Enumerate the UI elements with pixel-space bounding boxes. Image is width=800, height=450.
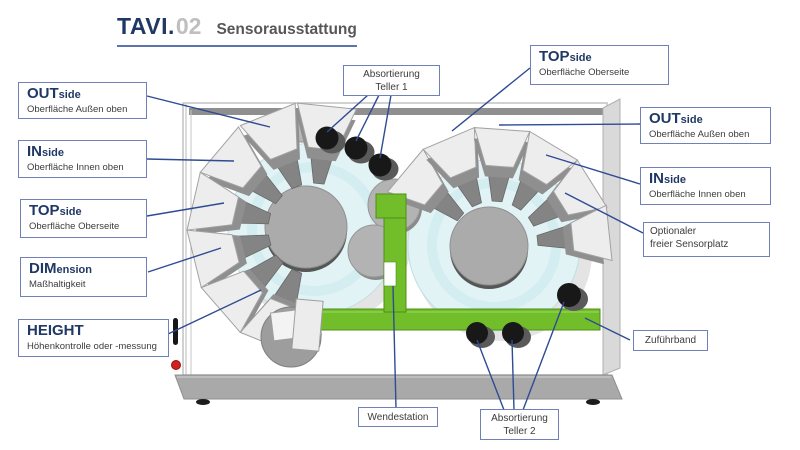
sensor-module (473, 127, 531, 168)
door-handle (173, 318, 178, 345)
callout-optional-sensor-slot: Optionaler freier Sensorplatz (643, 222, 770, 257)
plate-hub (449, 206, 529, 286)
sensor-module (522, 130, 579, 186)
callout-keyword-main: OUT (649, 110, 681, 127)
absortierung-sensor (502, 322, 524, 344)
leader-line (326, 94, 369, 133)
leader-line (147, 247, 222, 273)
absortierung-sensor (466, 322, 488, 344)
plate-hub (264, 185, 348, 269)
callout-keyword-suffix: side (680, 114, 703, 126)
callout-line1: Absortierung (491, 412, 548, 424)
leader-line (379, 94, 392, 159)
absortierung-sensor (315, 126, 339, 150)
leader-line (522, 301, 565, 411)
callout-inside-left: INside Oberfläche Innen oben (18, 140, 147, 178)
sensor-module (552, 159, 608, 216)
callout-topside-right: TOPside Oberfläche Oberseite (530, 45, 669, 85)
leader-line (476, 339, 505, 411)
callout-keyword-main: OUT (27, 85, 59, 102)
callout-keyword: TOPside (29, 202, 138, 221)
callout-keyword-main: IN (649, 170, 664, 187)
callout-keyword-main: HEIGHT (27, 322, 84, 339)
callout-keyword: DIMension (29, 260, 138, 279)
absortierung-sensor (368, 153, 392, 177)
callout-description: Oberfläche Außen oben (27, 104, 128, 115)
callout-description: Maßhaltigkeit (29, 279, 86, 290)
callout-keyword: INside (27, 143, 138, 162)
callout-line1: Optionaler (650, 226, 697, 237)
callout-description: Oberfläche Oberseite (29, 221, 120, 232)
callout-description: Oberfläche Innen oben (27, 162, 124, 173)
callout-keyword: TOPside (539, 48, 660, 67)
callout-outside-left: OUTside Oberfläche Außen oben (18, 82, 147, 119)
leader-line (146, 95, 271, 128)
wendestation-hook (375, 193, 407, 219)
callout-keyword-main: IN (27, 143, 42, 160)
callout-description: Höhenkontrolle oder -messung (27, 341, 157, 352)
leader-line (545, 154, 641, 185)
leader-line (511, 339, 515, 411)
callout-keyword: OUTside (649, 110, 762, 129)
callout-outside-right: OUTside Oberfläche Außen oben (640, 107, 771, 144)
callout-dimension-left: DIMension Maßhaltigkeit (20, 257, 147, 297)
callout-absortierung-teller-2: Absortierung Teller 2 (480, 409, 559, 440)
leader-line (498, 123, 641, 126)
emergency-stop-button (171, 360, 181, 370)
leader-line (146, 158, 235, 162)
callout-keyword-main: TOP (29, 202, 60, 219)
callout-keyword-suffix: side (58, 89, 81, 101)
leader-line (355, 94, 380, 142)
sensor-module (570, 204, 613, 262)
callout-description: Oberfläche Oberseite (539, 67, 630, 78)
leader-line (564, 192, 644, 234)
callout-absortierung-teller-1: Absortierung Teller 1 (343, 65, 440, 96)
callout-line2: freier Sensorplatz (650, 239, 729, 250)
callout-wendestation: Wendestation (358, 407, 438, 427)
leader-line (584, 317, 631, 341)
callout-keyword: HEIGHT (27, 322, 160, 341)
cabinet-base (174, 374, 623, 400)
brand-name: TAVI. (117, 13, 175, 39)
machine-foot (586, 399, 600, 405)
callout-keyword-main: DIM (29, 260, 57, 277)
callout-description: Oberfläche Außen oben (649, 129, 750, 140)
machine-foot (196, 399, 210, 405)
callout-keyword-suffix: side (569, 52, 592, 64)
callout-keyword: OUTside (27, 85, 138, 104)
callout-zufuhrband: Zuführband (633, 330, 708, 351)
absortierung-sensor (344, 136, 368, 160)
callout-line2: Teller 1 (375, 81, 408, 93)
absortierung-sensor (557, 283, 581, 307)
cabinet-right-wall (602, 98, 621, 376)
callout-keyword: INside (649, 170, 762, 189)
cabinet-top-bar (189, 108, 603, 115)
callout-line1: Wendestation (367, 411, 429, 423)
brand-number: 02 (175, 13, 202, 39)
height-station-sensor (291, 298, 324, 352)
leader-line (392, 285, 397, 409)
leader-line (146, 202, 225, 217)
callout-keyword-main: TOP (539, 48, 570, 65)
callout-description: Oberfläche Innen oben (649, 189, 746, 200)
callout-keyword-suffix: side (664, 174, 687, 186)
wendestation-notch (383, 261, 397, 287)
page-title: TAVI.02 Sensorausstattung (117, 13, 357, 47)
callout-line1: Absortierung (363, 68, 420, 80)
sensor-module (239, 102, 298, 161)
callout-line1: Zuführband (644, 335, 697, 346)
callout-inside-right: INside Oberfläche Innen oben (640, 167, 771, 205)
leader-line (167, 289, 262, 335)
callout-height-left: HEIGHT Höhenkontrolle oder -messung (18, 319, 169, 357)
callout-keyword-suffix: ension (56, 264, 92, 276)
callout-topside-left: TOPside Oberfläche Oberseite (20, 199, 147, 238)
callout-keyword-suffix: side (59, 206, 82, 218)
callout-line2: Teller 2 (503, 425, 536, 437)
callout-keyword-suffix: side (42, 147, 65, 159)
page-subtitle: Sensorausstattung (216, 21, 357, 38)
leader-line (451, 67, 531, 132)
